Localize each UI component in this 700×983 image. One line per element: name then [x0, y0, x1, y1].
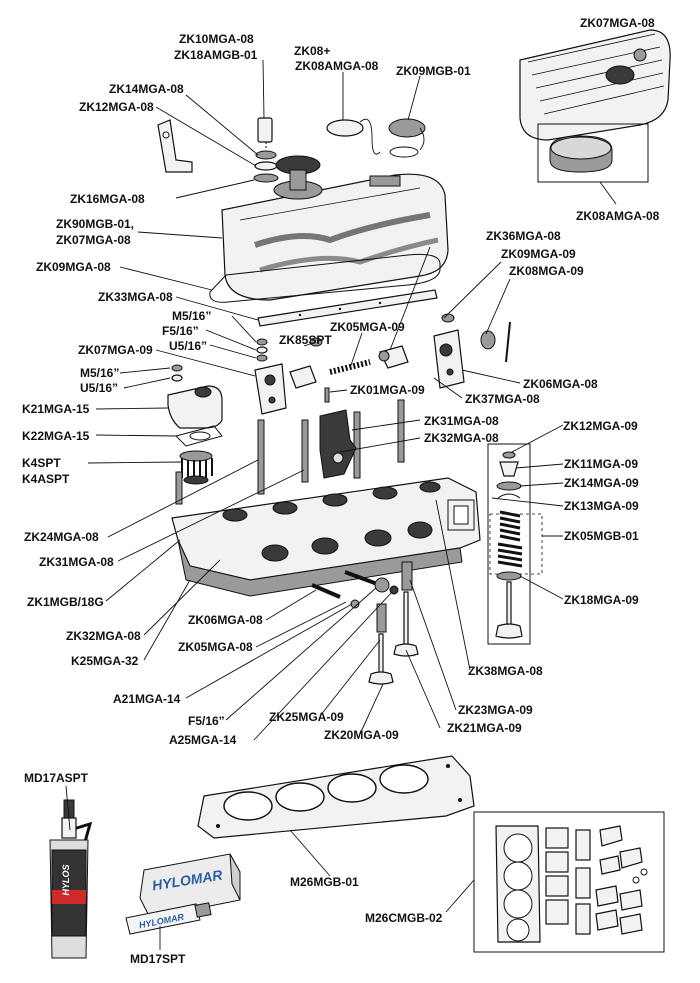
- rocker-cover-illustration: [519, 29, 671, 141]
- label-zk1mgb18g: ZK1MGB/18G: [27, 595, 104, 609]
- label-zk10mga08: ZK10MGA-08: [179, 32, 254, 46]
- label-md17aspt: MD17ASPT: [24, 771, 89, 785]
- bracket-illustration: [157, 119, 193, 173]
- cover-nut-stack-illustration: [253, 117, 279, 183]
- label-zk05mga08: ZK05MGA-08: [178, 640, 253, 654]
- cylinder-head-illustration: [171, 477, 481, 597]
- label-u516-b: U5/16”: [80, 381, 118, 395]
- label-zk21mga09: ZK21MGA-09: [447, 721, 522, 735]
- label-zk12mga08: ZK12MGA-08: [79, 100, 154, 114]
- label-zk33mga08: ZK33MGA-08: [98, 290, 173, 304]
- label-zk32mga08-right: ZK32MGA-08: [424, 431, 499, 445]
- label-zk18mga09: ZK18MGA-09: [564, 593, 639, 607]
- label-zk38mga08: ZK38MGA-08: [468, 664, 543, 678]
- label-k4aspt: K4ASPT: [22, 472, 70, 486]
- label-zk23mga09: ZK23MGA-09: [458, 703, 533, 717]
- label-zk37mga08: ZK37MGA-08: [465, 392, 540, 406]
- label-zk14mga08: ZK14MGA-08: [109, 82, 184, 96]
- valve-spring-stack-illustration: [495, 451, 523, 639]
- gasket-set-box: [473, 811, 665, 953]
- label-u516-a: U5/16”: [169, 339, 207, 353]
- label-zk09mgb01: ZK09MGB-01: [396, 64, 471, 78]
- filler-cap-box: [537, 123, 649, 183]
- label-zk14mga09: ZK14MGA-09: [564, 476, 639, 490]
- label-md17spt: MD17SPT: [130, 952, 186, 966]
- sealant-brand-text: HYLOS: [61, 864, 71, 895]
- label-zk85spt: ZK85SPT: [279, 333, 332, 347]
- label-k22mga15: K22MGA-15: [22, 429, 90, 443]
- cover-gasket-illustration: [209, 253, 441, 303]
- label-zk16mga08: ZK16MGA-08: [70, 192, 145, 206]
- label-a21mga14: A21MGA-14: [113, 692, 181, 706]
- label-zk07mga09: ZK07MGA-09: [78, 343, 153, 357]
- rocker-pedestal-illustration: [319, 409, 357, 479]
- label-zk31mga08-left: ZK31MGA-08: [39, 555, 114, 569]
- label-zk32mga08-left: ZK32MGA-08: [66, 629, 141, 643]
- valve-spring-box: [487, 443, 531, 645]
- label-zk09mga08: ZK09MGA-08: [36, 260, 111, 274]
- label-zk36mga08: ZK36MGA-08: [486, 229, 561, 243]
- rocker-shaft-illustration: [257, 289, 438, 327]
- label-zk08mga09: ZK08MGA-09: [509, 264, 584, 278]
- label-k4spt: K4SPT: [22, 456, 61, 470]
- water-outlet-illustration: [167, 364, 223, 485]
- label-zk06mga08-left: ZK06MGA-08: [188, 613, 263, 627]
- head-fittings-illustration: [311, 570, 399, 609]
- label-zk20mga09: ZK20MGA-09: [324, 728, 399, 742]
- label-zk08plus: ZK08+: [294, 44, 330, 58]
- label-zk08amga08-box: ZK08AMGA-08: [576, 209, 660, 223]
- label-a25mga14: A25MGA-14: [169, 733, 237, 747]
- oil-filler-cap-illustration: [549, 135, 613, 173]
- head-gasket-illustration: [197, 755, 475, 839]
- label-f516-b: F5/16”: [188, 714, 225, 728]
- label-zk06mga08-right: ZK06MGA-08: [523, 377, 598, 391]
- label-zk13mga09: ZK13MGA-09: [564, 499, 639, 513]
- label-k21mga15: K21MGA-15: [22, 402, 90, 416]
- label-zk05mgb01: ZK05MGB-01: [564, 529, 639, 543]
- label-f516-a: F5/16”: [162, 324, 199, 338]
- label-zk07mga08-cover: ZK07MGA-08: [56, 233, 131, 247]
- sealant-tube-illustration: HYLOS: [49, 799, 93, 959]
- label-zk07mga08-top: ZK07MGA-08: [580, 16, 655, 30]
- label-zk01mga09: ZK01MGA-09: [350, 383, 425, 397]
- label-zk90mgb01: ZK90MGB-01,: [56, 217, 134, 231]
- label-m516-a: M5/16”: [172, 309, 211, 323]
- label-zk24mga08: ZK24MGA-08: [24, 530, 99, 544]
- label-zk08amga08-top: ZK08AMGA-08: [295, 59, 379, 73]
- vented-cap-illustration: [326, 118, 381, 155]
- main-rocker-cover-illustration: [221, 155, 449, 301]
- label-zk11mga09: ZK11MGA-09: [564, 457, 638, 471]
- label-zk09mga09: ZK09MGA-09: [501, 247, 576, 261]
- label-m26mgb01: M26MGB-01: [290, 875, 359, 889]
- label-m26cmgb02: M26CMGB-02: [365, 911, 443, 925]
- label-zk18amgb01: ZK18AMGB-01: [174, 48, 258, 62]
- hylomar-tube-illustration: HYLOMAR: [125, 902, 212, 935]
- cap-with-chain-illustration: [388, 118, 426, 158]
- leader-lines: [65, 59, 617, 950]
- gasket-set-illustration: [495, 825, 648, 943]
- label-zk25mga09: ZK25MGA-09: [269, 710, 344, 724]
- label-k25mga32: K25MGA-32: [71, 654, 139, 668]
- label-m516-b: M5/16”: [80, 366, 119, 380]
- label-zk31mga08-right: ZK31MGA-08: [424, 414, 499, 428]
- label-zk12mga09: ZK12MGA-09: [563, 419, 638, 433]
- hylomar-box-illustration: HYLOMAR: [139, 853, 241, 919]
- part-number-labels: ZK10MGA-08 ZK18AMGB-01 ZK08+ ZK08AMGA-08…: [22, 16, 660, 966]
- label-zk05mga09: ZK05MGA-09: [330, 320, 405, 334]
